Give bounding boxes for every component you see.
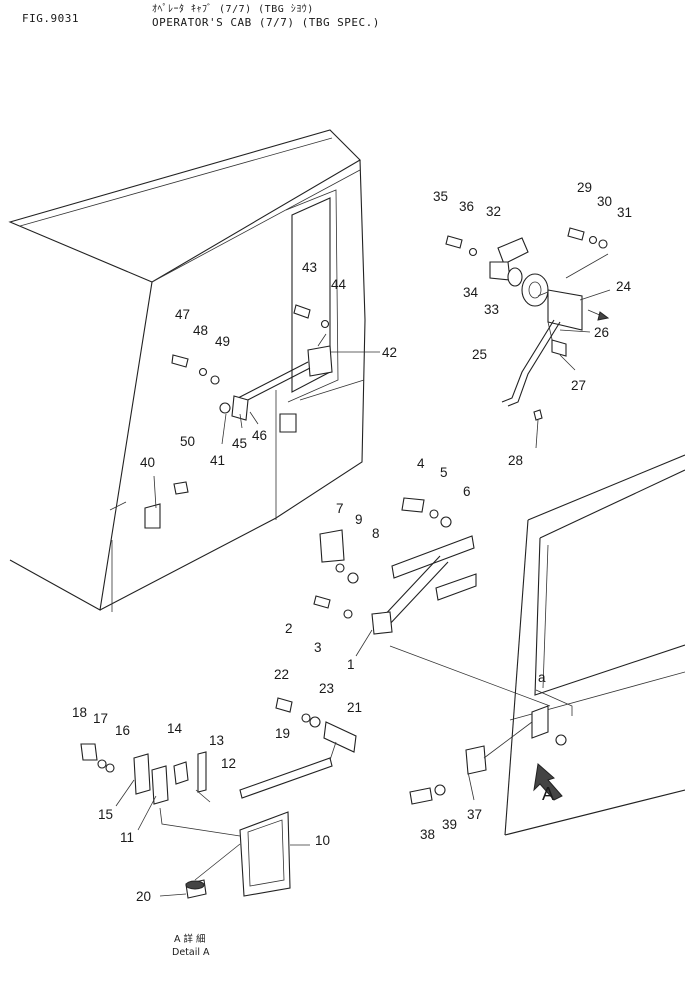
part-number: 33: [484, 302, 499, 317]
part-number-labels: 1 2 3 4 5 6 7 8 9 10 11 12 13 14 15 16 1…: [72, 180, 632, 904]
view-markers: a A: [533, 309, 610, 804]
part-number: 6: [463, 484, 471, 499]
part-number: 36: [459, 199, 474, 214]
part-number: 35: [433, 189, 448, 204]
part-number: 22: [274, 667, 289, 682]
part-number: 43: [302, 260, 317, 275]
door-panel: [504, 454, 685, 836]
part-number: 37: [467, 807, 482, 822]
part-number: 48: [193, 323, 208, 338]
part-number: 11: [120, 830, 134, 845]
cab-latch-assembly: [144, 304, 333, 529]
part-number: 3: [314, 640, 322, 655]
part-number: 17: [93, 711, 108, 726]
part-number: 29: [577, 180, 592, 195]
part-number: 7: [336, 501, 344, 516]
part-number: 12: [221, 756, 236, 771]
part-number: 27: [571, 378, 586, 393]
part-number: 26: [594, 325, 609, 340]
part-number: 47: [175, 307, 190, 322]
part-number: 42: [382, 345, 397, 360]
detail-caption-jp: A 詳 細: [174, 933, 206, 945]
part-number: 44: [331, 277, 347, 292]
part-number: 32: [486, 204, 501, 219]
detail-caption-en: Detail A: [172, 947, 210, 958]
part-number: 21: [347, 700, 362, 715]
part-number: 8: [372, 526, 380, 541]
part-number: 1: [347, 657, 355, 672]
part-number: 24: [616, 279, 632, 294]
part-number: 20: [136, 889, 151, 904]
part-number: 38: [420, 827, 435, 842]
striker-assembly: [445, 227, 609, 421]
part-number: 5: [440, 465, 448, 480]
part-number: 2: [285, 621, 293, 636]
part-number: 34: [463, 285, 479, 300]
part-number: 15: [98, 807, 113, 822]
part-number: 30: [597, 194, 612, 209]
title-japanese: ｵﾍﾟﾚｰﾀ ｷｬﾌﾞ (7/7) (TBG ｼﾖｳ): [152, 4, 314, 15]
title-english: OPERATOR'S CAB (7/7) (TBG SPEC.): [152, 16, 380, 29]
part-number: 45: [232, 436, 247, 451]
view-label-a-small: a: [538, 670, 546, 685]
part-number: 16: [115, 723, 130, 738]
part-number: 18: [72, 705, 87, 720]
figure-number: FIG.9031: [22, 12, 79, 25]
detail-a-assembly: [80, 697, 533, 899]
part-number: 25: [472, 347, 487, 362]
part-number: 9: [355, 512, 363, 527]
part-number: 41: [210, 453, 225, 468]
part-number: 14: [167, 721, 183, 736]
door-lock-assembly: [313, 497, 551, 707]
part-number: 23: [319, 681, 334, 696]
view-label-a-upper: A: [542, 784, 554, 804]
part-number: 28: [508, 453, 523, 468]
part-number: 31: [617, 205, 632, 220]
part-number: 46: [252, 428, 267, 443]
part-number: 19: [275, 726, 290, 741]
part-number: 10: [315, 833, 330, 848]
part-number: 13: [209, 733, 224, 748]
part-number: 39: [442, 817, 457, 832]
part-number: 50: [180, 434, 195, 449]
part-number: 40: [140, 455, 155, 470]
part-number: 49: [215, 334, 230, 349]
leader-lines: [115, 289, 611, 897]
part-number: 4: [417, 456, 425, 471]
